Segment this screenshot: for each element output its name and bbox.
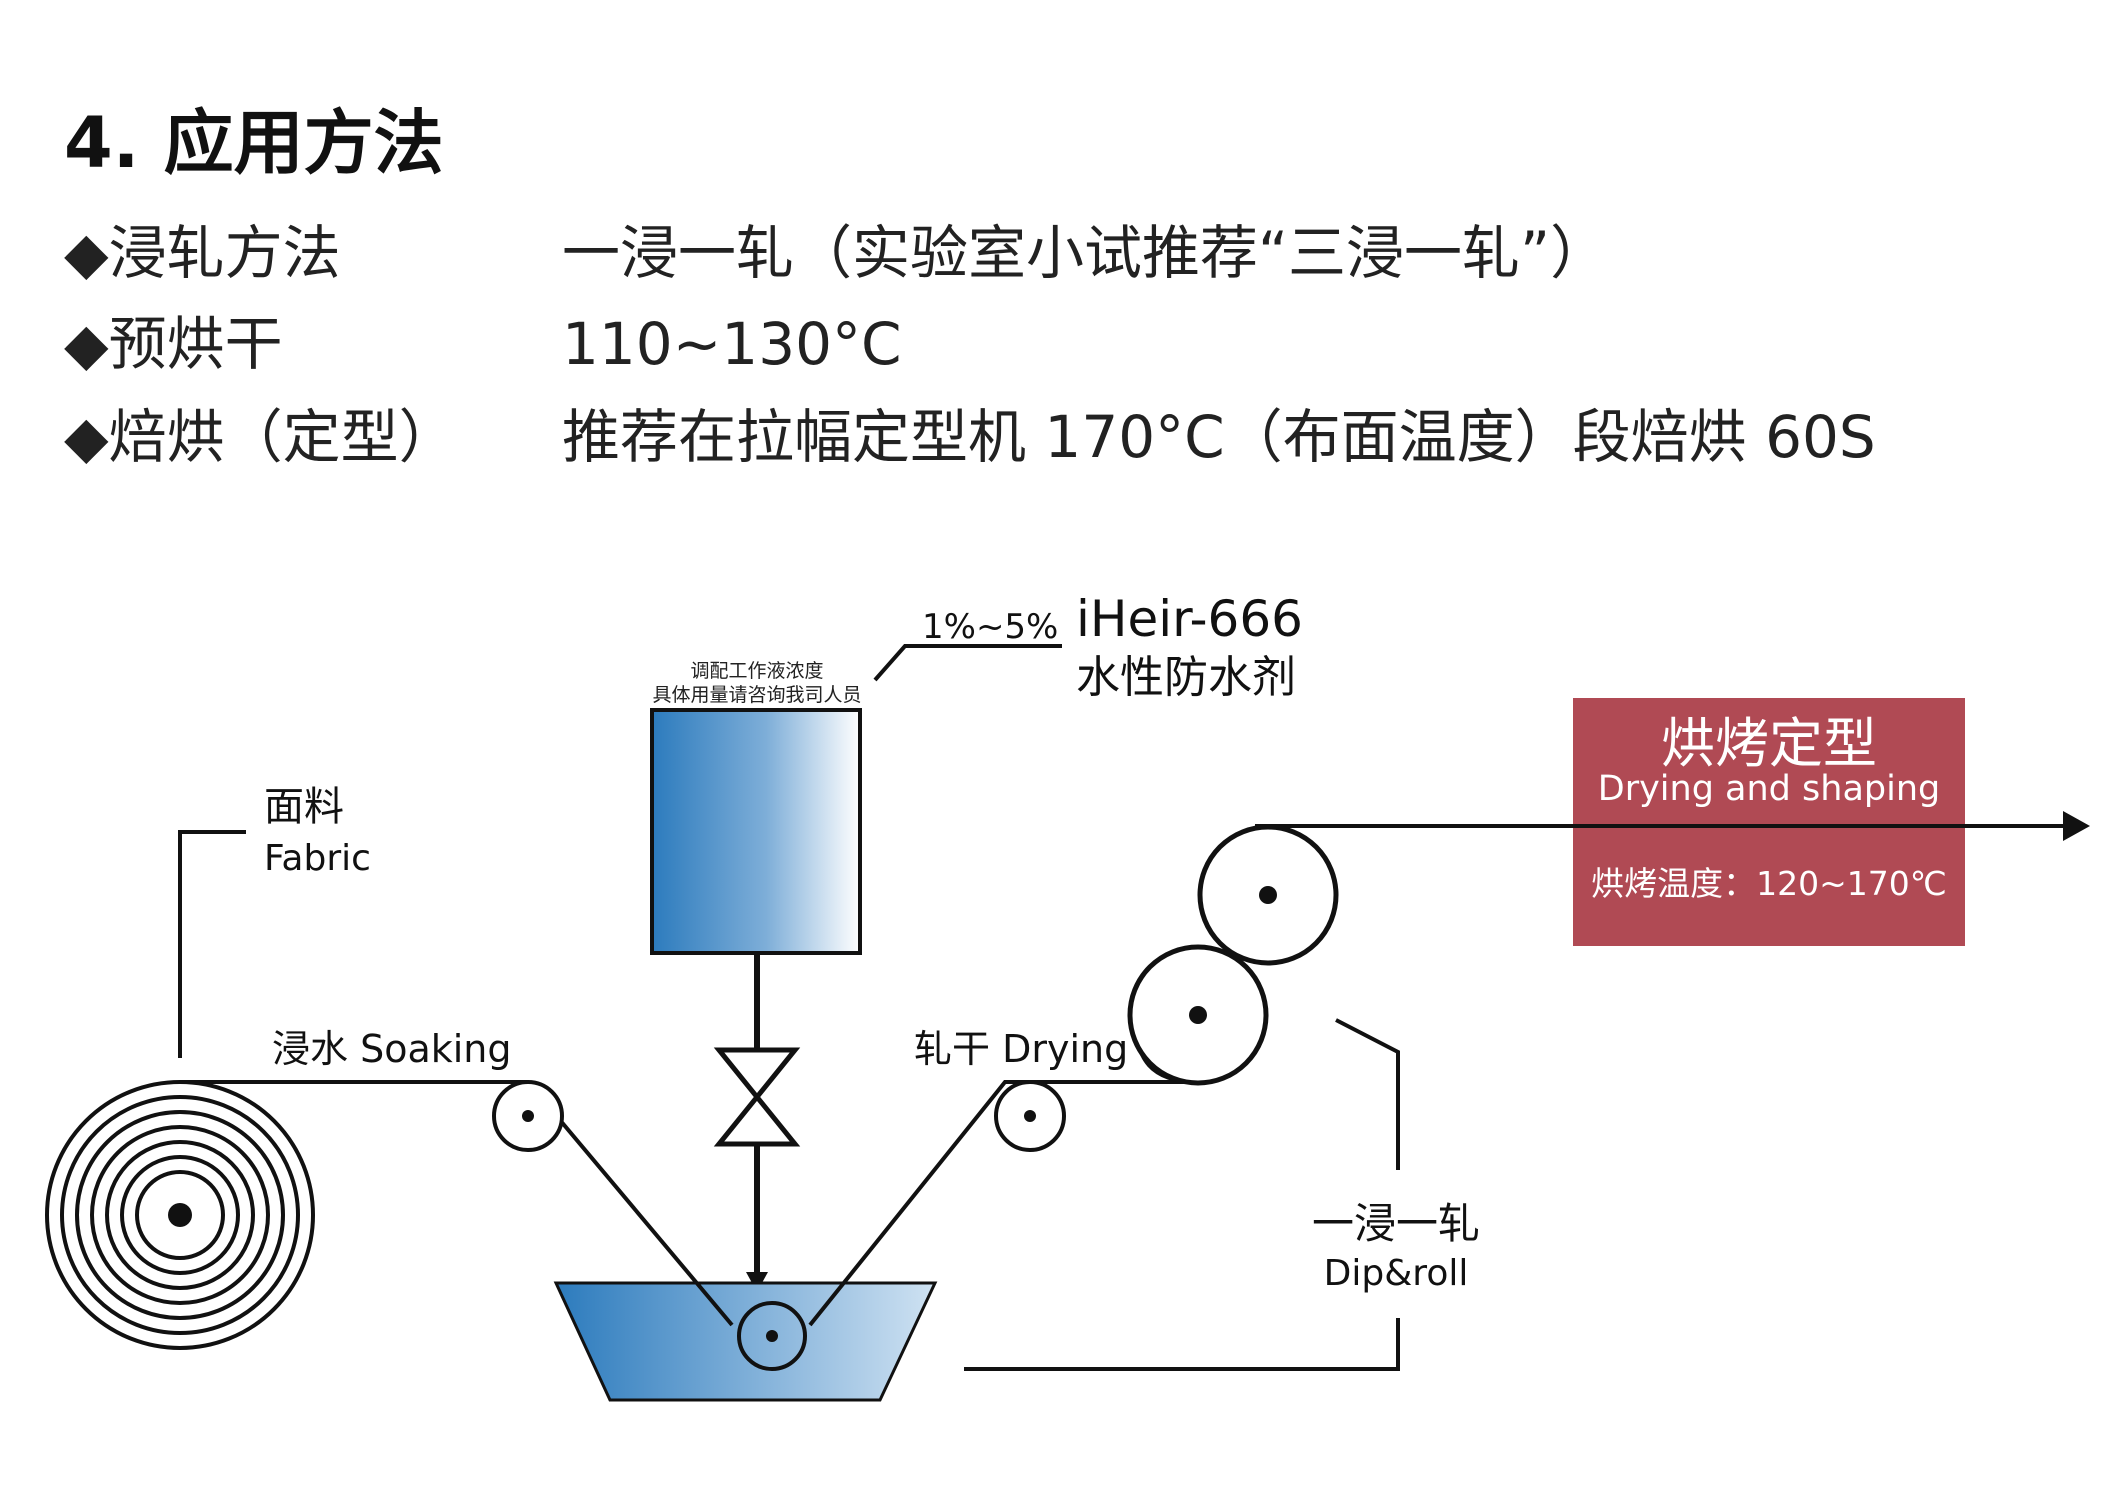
fabric-leader-line (178, 830, 246, 1058)
dip-bracket-top (1335, 1018, 1400, 1170)
fabric-label-cn: 面料 (264, 784, 344, 830)
page-title: 4. 应用方法 (64, 102, 444, 184)
chemical-tank (650, 708, 862, 955)
dosage-label: 1%~5% (922, 607, 1058, 647)
drying-label: 轧干 Drying (914, 1027, 1128, 1071)
product-desc: 水性防水剂 (1076, 652, 1296, 703)
fabric-label-en: Fabric (264, 838, 371, 879)
method-value: 110~130°C (562, 310, 902, 378)
shaping-title-cn: 烘烤定型 (1661, 712, 1877, 775)
tank-note-2: 具体用量请咨询我司人员 (652, 684, 861, 706)
method-label: ◆焙烘（定型） (64, 403, 457, 471)
product-name: iHeir-666 (1076, 590, 1303, 648)
tank-note-1: 调配工作液浓度 (690, 660, 823, 682)
drying-shaping-box (1573, 698, 1965, 946)
fabric-path-out (808, 1080, 1198, 1327)
guide-roller-left (492, 1080, 564, 1152)
method-label: ◆预烘干 (64, 310, 283, 378)
guide-roller-right (994, 1080, 1066, 1152)
dip-roll-label-cn: 一浸一轧 (1312, 1199, 1480, 1248)
dip-roller (737, 1301, 807, 1371)
soaking-label: 浸水 Soaking (272, 1027, 512, 1071)
pad-roller-upper (1197, 824, 1339, 966)
dosage-leader-line (873, 644, 1062, 682)
method-value: 推荐在拉幅定型机 170°C（布面温度）段焙烘 60S (562, 403, 1876, 471)
method-label: ◆浸轧方法 (64, 219, 341, 287)
pad-roller-lower (1127, 944, 1269, 1086)
dip-tray (553, 1281, 938, 1402)
dip-roll-label-en: Dip&roll (1324, 1253, 1469, 1294)
roll-center-icon (168, 1203, 192, 1227)
shaping-temp: 烘烤温度：120~170℃ (1591, 864, 1947, 903)
valve-icon (713, 1047, 801, 1147)
dip-bracket-bottom (964, 1318, 1400, 1371)
arrow-right-icon (2063, 811, 2090, 841)
method-value: 一浸一轧（实验室小试推荐“三浸一轧”） (562, 219, 1609, 287)
shaping-title-en: Drying and shaping (1598, 769, 1940, 809)
